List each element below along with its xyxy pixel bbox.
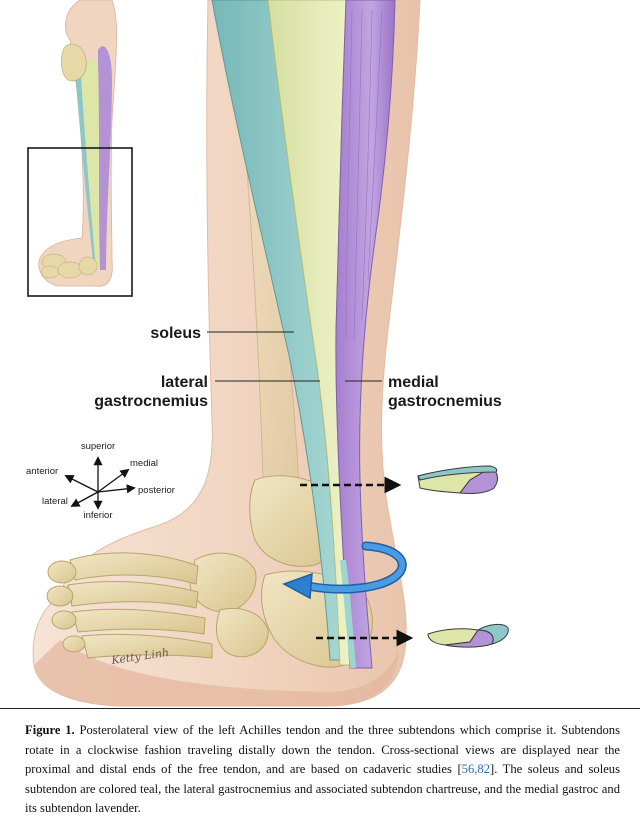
compass-medial: medial [130, 458, 158, 469]
proximal-cross-section [417, 465, 498, 494]
distal-cross-section [427, 623, 509, 648]
label-medial: medial [388, 374, 439, 391]
clockwise-rotation-arrow [282, 541, 407, 600]
orientation-compass [64, 456, 136, 510]
compass-inferior: inferior [83, 510, 112, 521]
caption-label: Figure 1. [25, 723, 75, 737]
achilles-illustration: soleus lateral gastrocnemius medial gast… [26, 0, 509, 707]
caption-text-part-1: Posterolateral view of the left Achilles… [25, 723, 620, 776]
compass-lateral: lateral [42, 496, 68, 507]
figure-caption: Figure 1. Posterolateral view of the lef… [0, 708, 640, 828]
leader-lines [207, 331, 382, 382]
caption-text-part-2: ]. The soleus and soleus subtendon are c… [25, 762, 620, 815]
label-soleus: soleus [150, 325, 201, 342]
medial-gastrocnemius-muscle [335, 0, 396, 669]
compass-posterior: posterior [138, 485, 175, 496]
compass-superior: superior [81, 441, 115, 452]
inset-thumbnail [27, 0, 133, 297]
caption-reference-link[interactable]: 56,82 [461, 762, 490, 776]
label-lateral-gastrocnemius: gastrocnemius [94, 393, 208, 410]
caption-paragraph: Figure 1. Posterolateral view of the lef… [25, 721, 620, 819]
label-medial-gastrocnemius: gastrocnemius [388, 393, 502, 410]
label-lateral: lateral [161, 374, 208, 391]
compass-anterior: anterior [26, 466, 58, 477]
cross-section-arrows [300, 476, 414, 647]
